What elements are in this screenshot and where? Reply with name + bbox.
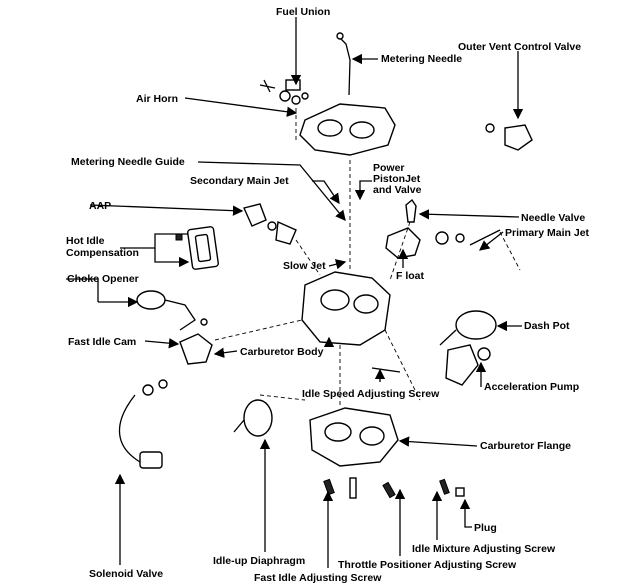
label-outer-vent-control-valve: Outer Vent Control Valve [458, 41, 582, 53]
air-horn-part [259, 79, 396, 156]
solenoid-valve-part [118, 379, 168, 469]
label-metering-needle-guide: Metering Needle Guide [71, 156, 185, 168]
label-plug: Plug [474, 522, 497, 534]
label-carburetor-flange: Carburetor Flange [480, 440, 572, 452]
label-fast-idle-cam: Fast Idle Cam [68, 336, 137, 348]
carburetor-body-part [301, 271, 391, 346]
label-throttle-positioner-adjusting-screw: Throttle Positioner Adjusting Screw [338, 559, 517, 571]
leader-lines [66, 17, 524, 568]
label-power-piston-jet-and-valve: Power PistonJet and Valve [373, 162, 422, 196]
carburetor-flange-part [309, 407, 399, 467]
label-needle-valve: Needle Valve [521, 212, 586, 224]
idle-up-diaphragm-part [233, 399, 273, 437]
metering-needle-part [336, 32, 351, 96]
small-screws-part [323, 477, 465, 499]
label-hot-idle-compensation: Hot Idle Compensation [66, 235, 139, 259]
label-choke-opener: Choke Opener [67, 273, 139, 285]
fast-idle-cam-part [179, 318, 213, 365]
aap-part [243, 203, 297, 245]
label-idle-speed-adjusting-screw: Idle Speed Adjusting Screw [302, 388, 440, 400]
label-fast-idle-adjusting-screw: Fast Idle Adjusting Screw [254, 572, 382, 584]
label-acceleration-pump: Acceleration Pump [484, 381, 580, 393]
needle-valve-part [405, 198, 417, 223]
label-dash-pot: Dash Pot [524, 320, 570, 332]
label-idle-up-diaphragm: Idle-up Diaphragm [213, 555, 306, 567]
label-aap: AAP [89, 200, 112, 212]
label-slow-jet: Slow Jet [283, 260, 326, 272]
label-secondary-main-jet: Secondary Main Jet [190, 175, 289, 187]
idle-speed-screw-part [371, 367, 401, 373]
outer-vent-valve-part [485, 123, 533, 151]
primary-main-jet-part [435, 229, 501, 246]
label-idle-mixture-adjusting-screw: Idle Mixture Adjusting Screw [412, 543, 556, 555]
dash-pot-part [439, 310, 497, 346]
label-fuel-union: Fuel Union [276, 6, 331, 18]
hot-idle-compensation-part [175, 226, 219, 270]
label-float: F loat [396, 270, 424, 282]
label-primary-main-jet: Primary Main Jet [505, 227, 590, 239]
label-metering-needle: Metering Needle [381, 53, 463, 65]
label-carburetor-body: Carburetor Body [240, 346, 324, 358]
label-solenoid-valve: Solenoid Valve [89, 568, 164, 580]
fuel-union-part [279, 79, 309, 105]
acceleration-pump-part [445, 344, 491, 386]
label-air-horn: Air Horn [136, 93, 178, 105]
choke-opener-part [136, 290, 196, 331]
